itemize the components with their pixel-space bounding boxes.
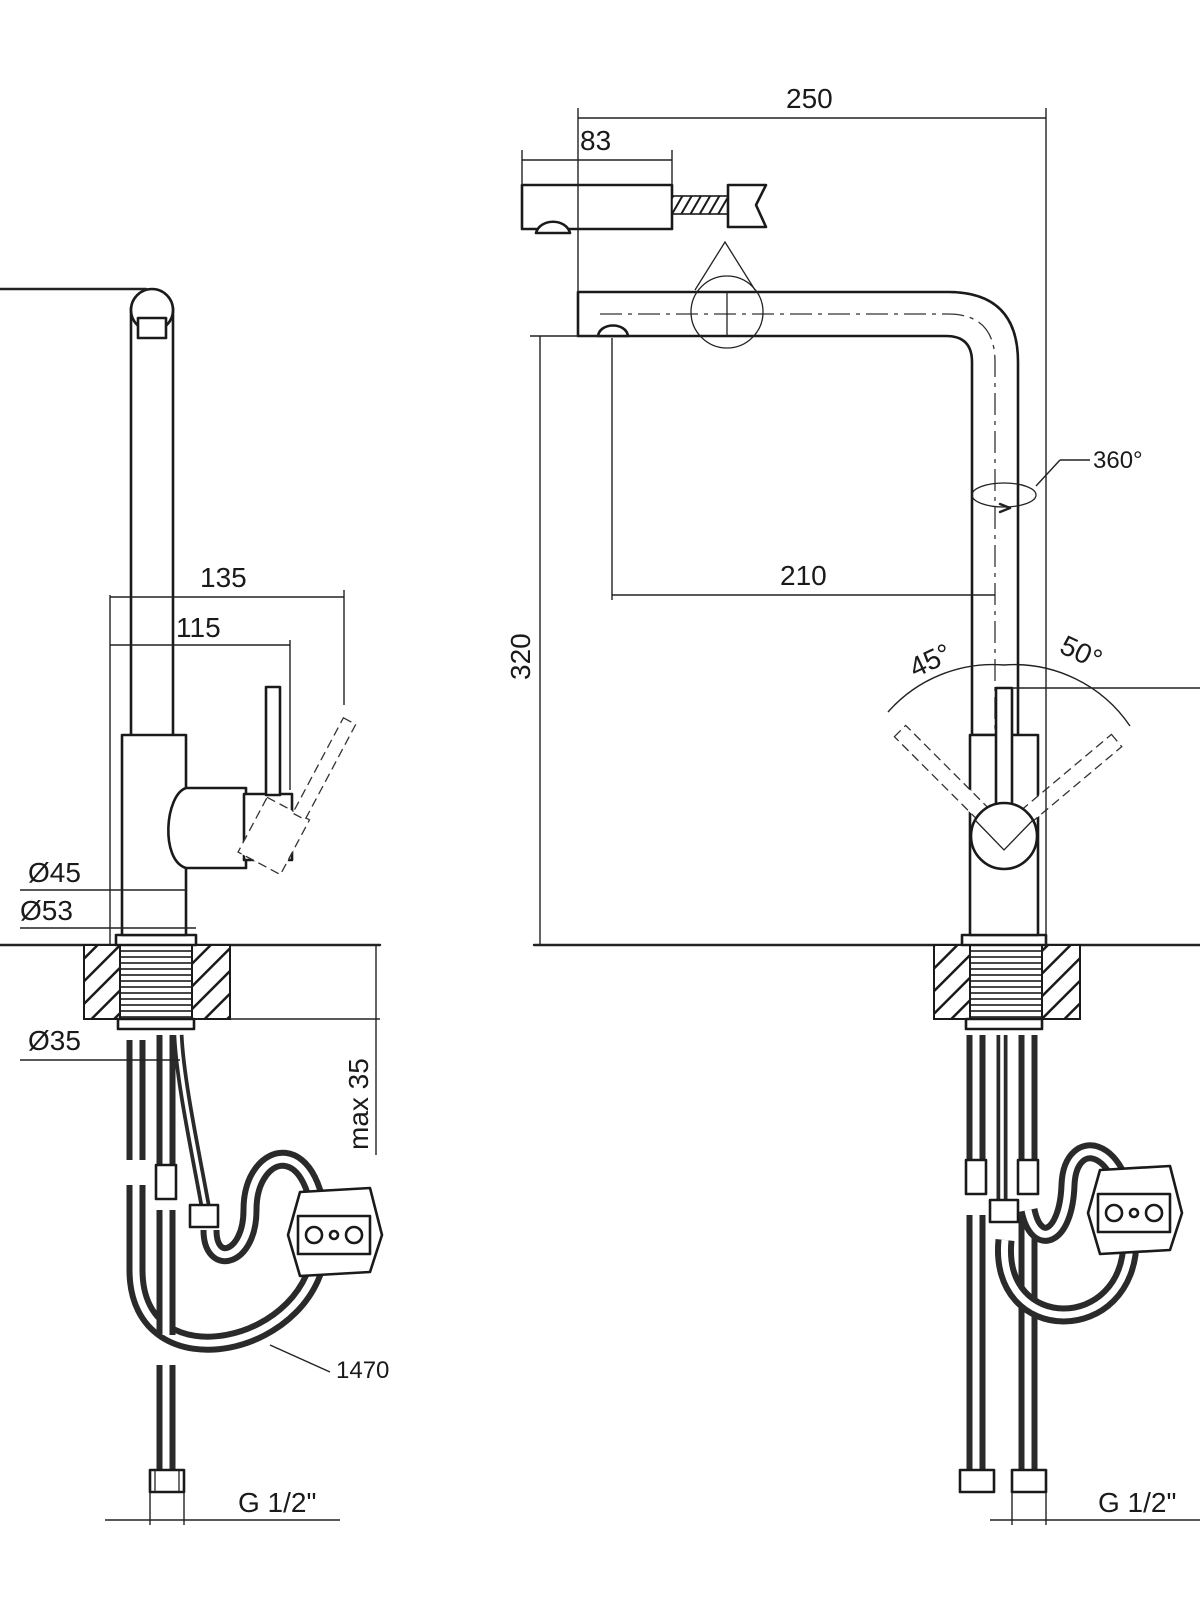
side-control-box: [286, 1186, 384, 1278]
dim-hose-length: 1470: [336, 1357, 389, 1384]
dim-reach-135: 135: [200, 562, 247, 593]
dim-angle-45: 45°: [904, 637, 955, 683]
dim-max-thickness: max 35: [343, 1058, 374, 1150]
front-body: [893, 686, 1123, 937]
front-control-box: [1086, 1164, 1184, 1256]
countertop-front: [532, 933, 1200, 1031]
side-hoses: [126, 1034, 330, 1494]
side-view: 135 115 Ø45 Ø53 Ø35 max 35 1470 G 1/2": [0, 287, 389, 1525]
front-view: 250 83 210 320 360° 45° 50° G 1/2": [505, 83, 1200, 1525]
rotation-indicator: [971, 459, 1090, 514]
dim-angle-50: 50°: [1055, 629, 1106, 675]
dim-spray-head-83: 83: [580, 125, 611, 156]
dim-connection-side: G 1/2": [238, 1487, 316, 1518]
dim-diameter-53: Ø53: [20, 895, 73, 926]
dim-reach-115: 115: [176, 612, 221, 643]
side-spout: [0, 287, 175, 740]
spray-head-detail: [520, 183, 768, 291]
dim-connection-front: G 1/2": [1098, 1487, 1176, 1518]
countertop-side: [0, 933, 382, 1031]
front-spout: [576, 275, 1020, 935]
side-body: [120, 685, 357, 937]
dim-height-320: 320: [505, 633, 536, 680]
side-dimension-lines: [20, 590, 380, 1525]
front-dimension-lines: [521, 108, 1200, 1525]
front-hoses: [958, 1035, 1140, 1494]
dim-width-250: 250: [786, 83, 833, 114]
dim-diameter-45: Ø45: [28, 857, 81, 888]
dim-reach-210: 210: [780, 560, 827, 591]
dim-diameter-35: Ø35: [28, 1025, 81, 1056]
dim-rotation-360: 360°: [1093, 447, 1143, 474]
